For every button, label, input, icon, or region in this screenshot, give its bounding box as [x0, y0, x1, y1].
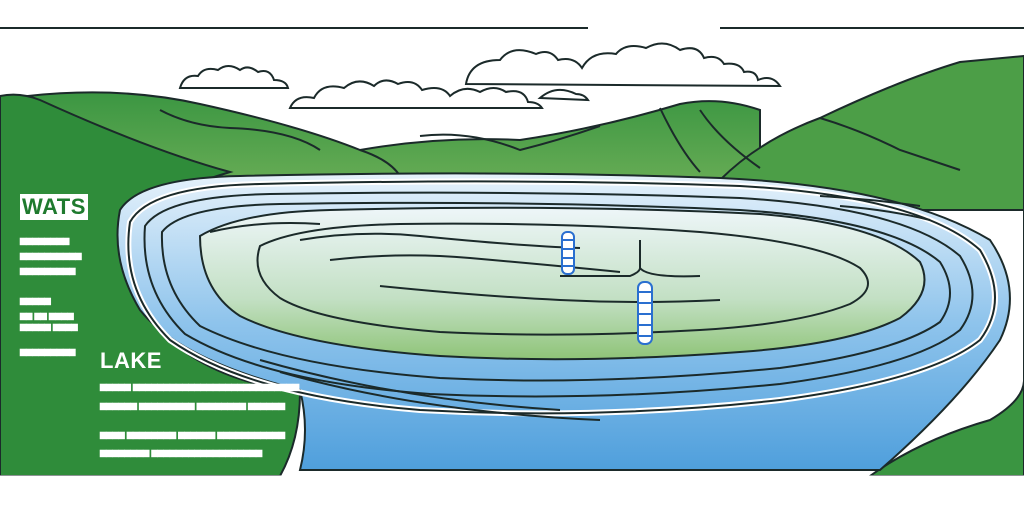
lake-line-3: ▆▆▆▆ ▆▆▆▆▆▆▆▆ ▆▆▆▆▆▆ ▆▆▆▆▆▆▆▆▆▆▆ — [100, 430, 286, 439]
lake-line-4: ▆▆▆▆▆▆▆▆ ▆▆▆▆▆▆▆▆▆▆▆▆▆▆▆▆▆▆ — [100, 448, 263, 457]
wats-subline-4: ▆▆▆▆▆▆▆▆▆ — [20, 347, 76, 356]
wats-subline-3: ▆▆▆▆▆ ▆▆▆▆ — [20, 322, 78, 331]
wats-line-2: ▆▆▆▆▆▆▆▆▆▆ — [20, 251, 82, 260]
wats-line-3: ▆▆▆▆▆▆▆▆▆ — [20, 266, 76, 275]
lake-line-2: ▆▆▆▆▆▆ ▆▆▆▆▆▆▆▆▆ ▆▆▆▆▆▆▆▆ ▆▆▆▆▆▆ — [100, 401, 286, 410]
lake-line-1: ▆▆▆▆▆ ▆▆▆▆▆▆▆▆▆▆▆▆▆▆▆▆▆▆▆▆▆▆▆▆▆▆▆ — [100, 382, 300, 391]
depth-marker-lower — [637, 281, 653, 345]
wats-title: WATS — [20, 194, 88, 220]
wave-lines — [259, 195, 931, 421]
clouds — [178, 42, 782, 109]
contour-rings — [125, 178, 998, 417]
depth-marker-upper — [561, 231, 575, 275]
wats-subline-2: ▆▆ ▆▆ ▆▆▆▆ — [20, 311, 74, 320]
lake-title: LAKE — [100, 348, 162, 373]
wats-line-1: ▆▆▆▆▆▆▆▆ — [20, 236, 70, 245]
ridge-lines — [159, 107, 961, 177]
wats-subline-1: ▆▆▆▆▆ — [20, 296, 51, 305]
bottom-band — [0, 476, 1024, 512]
inner-shallows — [198, 206, 926, 361]
inner-contours — [209, 222, 869, 336]
hill-back-right — [719, 54, 1024, 211]
